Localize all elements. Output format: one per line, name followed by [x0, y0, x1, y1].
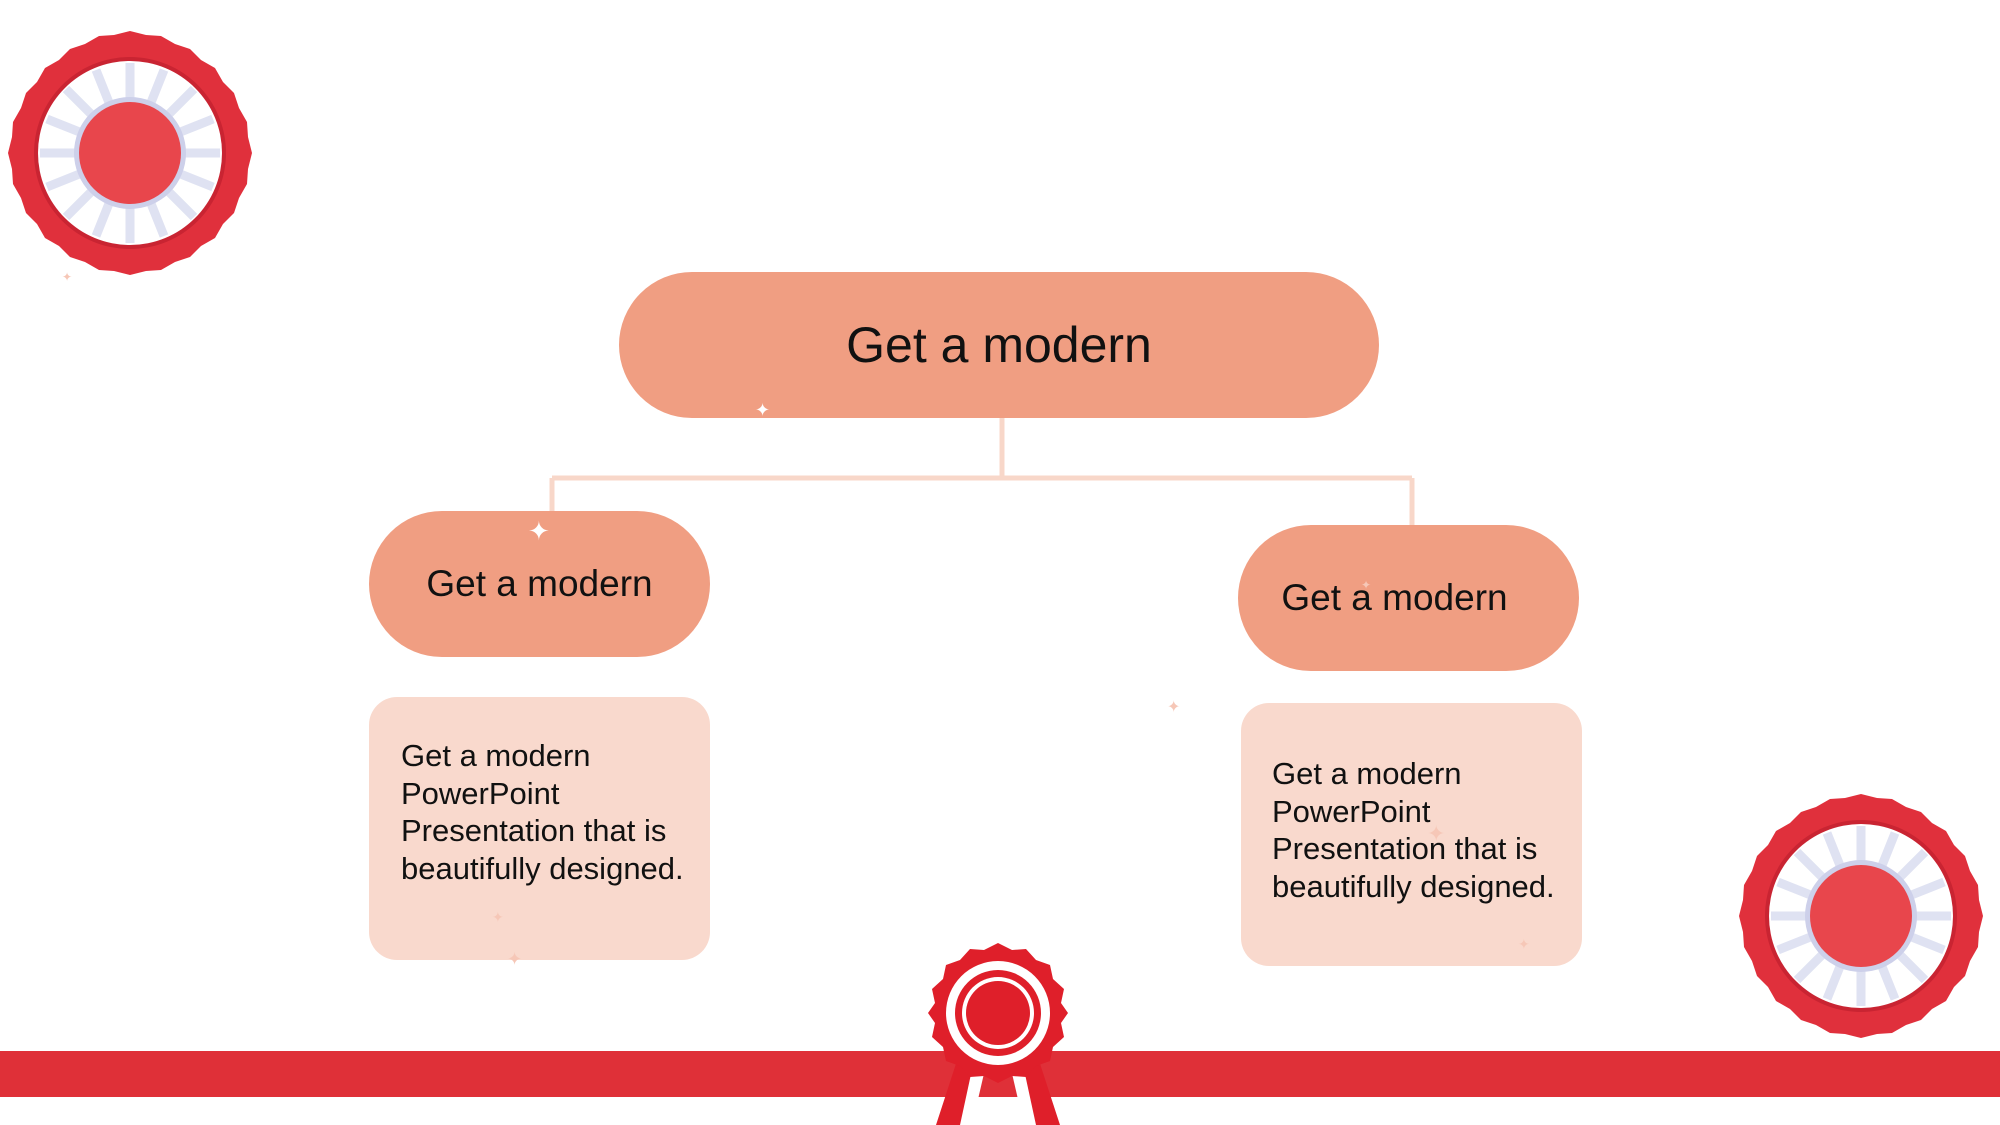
branch-description-text: Get a modern PowerPoint Presentation tha…	[1272, 756, 1555, 904]
sparkle-icon: ✦	[1518, 936, 1530, 952]
branch-description-card-left: Get a modern PowerPoint Presentation tha…	[369, 697, 710, 960]
sparkle-icon: ✦	[528, 516, 550, 546]
sparkle-icon: ✦	[507, 949, 523, 969]
sparkle-icon: ✦	[1361, 578, 1372, 592]
root-node: Get a modern	[619, 272, 1379, 418]
award-ribbon-icon	[928, 943, 1068, 1125]
rosette-center	[79, 102, 181, 204]
root-node-label: Get a modern	[846, 317, 1152, 373]
branch-description-text: Get a modern PowerPoint Presentation tha…	[401, 738, 684, 886]
branch-node-label: Get a modern	[1281, 577, 1508, 618]
branch-node-label: Get a modern	[426, 563, 653, 604]
sparkle-icon: ✦	[492, 909, 504, 925]
branch-node-left: Get a modern	[369, 511, 710, 657]
sparkle-icon: ✦	[755, 400, 771, 420]
rosette-icon	[8, 31, 252, 275]
sparkle-icon: ✦	[1167, 699, 1181, 716]
branch-description-card-right: Get a modern PowerPoint Presentation tha…	[1241, 703, 1582, 966]
sparkle-icon: ✦	[62, 270, 73, 284]
branch-node-right: Get a modern	[1238, 525, 1579, 671]
sparkle-icon: ✦	[1427, 821, 1446, 846]
